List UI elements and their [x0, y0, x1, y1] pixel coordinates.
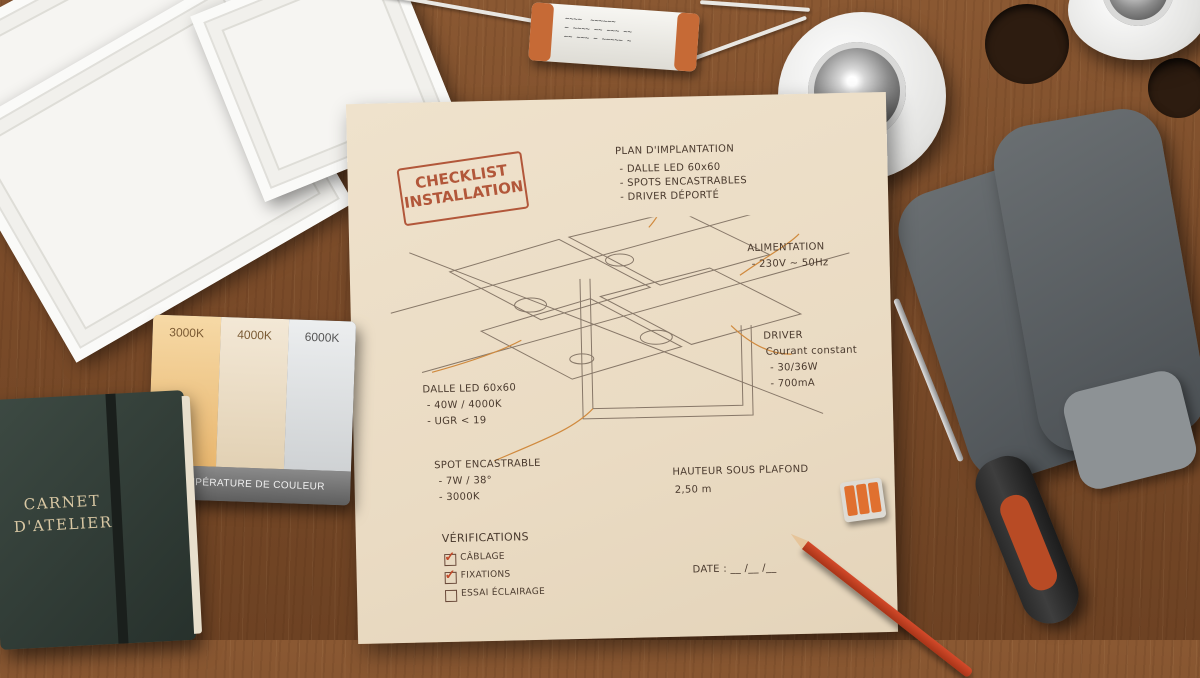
ceiling-hole [1148, 58, 1200, 118]
driver-item: - 30/36W [769, 361, 819, 374]
alimentation-value: - 230V ~ 50Hz [751, 257, 829, 271]
dalle-title: DALLE LED 60x60 [422, 382, 517, 396]
hauteur-value: 2,50 m [674, 483, 712, 496]
verification-item-label: ESSAI ÉCLAIRAGE [460, 586, 546, 599]
checklist-stamp: CHECKLIST INSTALLATION [396, 150, 530, 227]
verification-item-label: CÂBLAGE [460, 551, 505, 563]
driver-label-print: ~~~~ ~~~~~~ ~ ~~~~ ~~ ~~~ ~~ ~~ ~~~ ~ ~~… [563, 14, 633, 46]
hauteur-title: HAUTEUR SOUS PLAFOND [672, 463, 809, 478]
swatch-label: 6000K [304, 329, 340, 346]
alimentation-title: ALIMENTATION [747, 241, 825, 255]
notebook-title: CARNET D'ATELIER [3, 488, 123, 538]
ceiling-hole [985, 4, 1069, 84]
recessed-spotlight [1068, 0, 1200, 60]
checkbox-cablage[interactable] [444, 553, 457, 567]
plan-item: - DRIVER DÉPORTÉ [620, 189, 720, 203]
dalle-item: - 40W / 4000K [426, 398, 502, 412]
installation-sheet: CHECKLIST INSTALLATION PLAN D'IMPLANT [345, 91, 899, 645]
swatch-label: 4000K [237, 327, 273, 343]
checkbox-essai-eclairage[interactable] [444, 589, 458, 603]
notebook: CARNET D'ATELIER [0, 390, 203, 650]
plan-item: - SPOTS ENCASTRABLES [619, 175, 748, 190]
spot-item: - 7W / 38° [438, 474, 493, 488]
cable [699, 0, 811, 12]
driver-title: DRIVER [763, 329, 803, 342]
date-field: DATE : __ /__ /__ [692, 562, 777, 576]
checkbox-fixations[interactable] [444, 571, 457, 585]
plan-item: - DALLE LED 60x60 [619, 161, 721, 176]
ceiling-layout-sketch [390, 212, 850, 462]
spot-title: SPOT ENCASTRABLE [434, 457, 541, 472]
spot-item: - 3000K [438, 491, 480, 504]
swatch-label: 3000K [169, 325, 205, 341]
verification-item-label: FIXATIONS [460, 569, 511, 581]
swatch-4000k: 4000K [215, 316, 290, 470]
driver-item: - 700mA [770, 377, 816, 390]
notebook-title-line-2: D'ATELIER [13, 512, 113, 537]
swatch-6000k: 6000K [283, 319, 357, 472]
led-driver: ~~~~ ~~~~~~ ~ ~~~~ ~~ ~~~ ~~ ~~ ~~~ ~ ~~… [528, 2, 700, 72]
plan-title: PLAN D'IMPLANTATION [614, 143, 735, 158]
verifications-title: VÉRIFICATIONS [441, 530, 529, 546]
driver-subtitle: Courant constant [765, 344, 858, 358]
dalle-item: - UGR < 19 [427, 415, 487, 428]
wago-connector [839, 477, 887, 523]
screwdriver-handle [968, 448, 1088, 633]
